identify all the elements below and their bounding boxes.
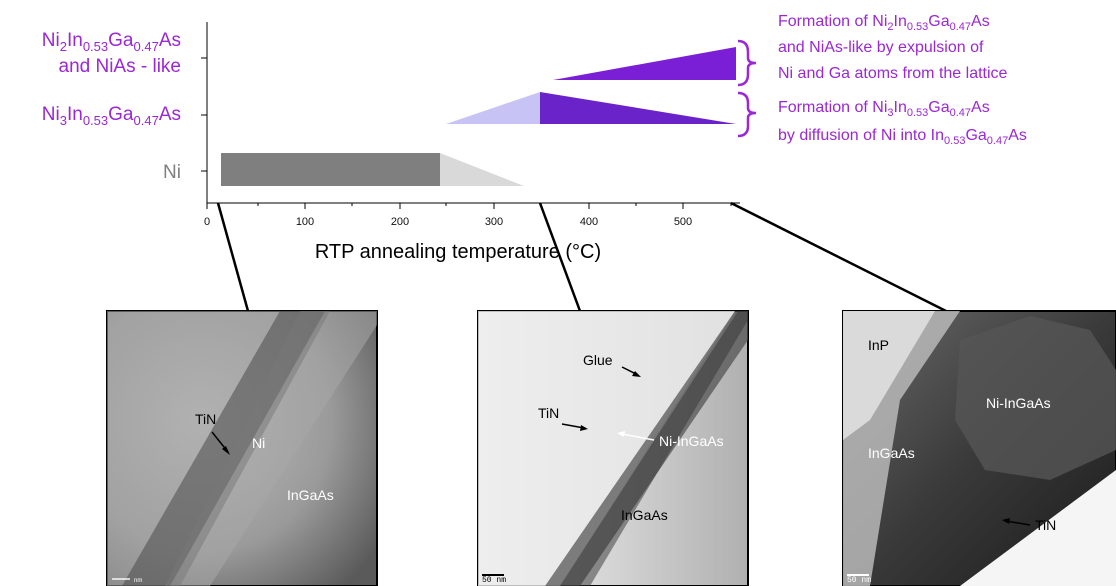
- ni3-light-bar: [446, 92, 540, 124]
- annotation-bottom-line1: Formation of Ni3In0.53Ga0.47As: [778, 99, 990, 119]
- x-tick-label: 300: [485, 216, 503, 228]
- tem-image-1: TiN Ni InGaAs nm: [106, 310, 378, 586]
- tem3-label-ingaas: InGaAs: [868, 445, 915, 461]
- annotation-top-line3: Ni and Ga atoms from the lattice: [778, 65, 1008, 82]
- phase-label-ni2-line2: and NiAs - like: [59, 56, 182, 77]
- annotation-bottom-line2: by diffusion of Ni into In0.53Ga0.47As: [778, 127, 1027, 147]
- x-tick-label: 200: [391, 216, 409, 228]
- tem1-label-ingaas: InGaAs: [287, 487, 334, 503]
- x-tick-label: 400: [580, 216, 598, 228]
- x-axis-label: RTP annealing temperature (°C): [315, 241, 601, 263]
- connector-lines: [216, 201, 947, 313]
- tem-image-2: Glue TiN Ni-InGaAs InGaAs 50 nm: [477, 310, 749, 586]
- tem1-label-ni: Ni: [252, 435, 265, 451]
- tem-image-3: InP Ni-InGaAs InGaAs TiN 50 nm: [842, 310, 1116, 586]
- tem2-label-ingaas: InGaAs: [621, 507, 668, 523]
- phase-bars: [221, 47, 736, 186]
- phase-label-ni: Ni: [163, 162, 181, 183]
- phase-labels: Ni2In0.53Ga0.47As and NiAs - like Ni3In0…: [42, 30, 181, 183]
- brace-top: [737, 39, 757, 87]
- ni2-bar: [553, 47, 736, 80]
- tem3-label-inp: InP: [868, 337, 889, 353]
- tem2-label-ni-ingaas: Ni-InGaAs: [659, 433, 724, 449]
- brace-bottom: [737, 91, 757, 138]
- tem3-label-tin: TiN: [1035, 517, 1056, 533]
- tem1-scale: nm: [134, 578, 142, 584]
- ni3-dark-bar: [540, 92, 736, 124]
- tem2-label-glue: Glue: [583, 352, 613, 368]
- annotation-bottom: Formation of Ni3In0.53Ga0.47As by diffus…: [778, 99, 1027, 147]
- phase-label-ni2: Ni2In0.53Ga0.47As: [42, 30, 181, 54]
- annotation-top-line2: and NiAs-like by expulsion of: [778, 39, 984, 56]
- tem3-scale: 50 nm: [847, 576, 871, 585]
- tem1-label-tin: TiN: [195, 411, 216, 427]
- x-tick-label: 0: [204, 216, 210, 228]
- annotation-top-line1: Formation of Ni2In0.53Ga0.47As: [778, 13, 990, 33]
- annotation-top: Formation of Ni2In0.53Ga0.47As and NiAs-…: [778, 13, 1008, 82]
- chart-axes: 0 100 200 300 400 500 RTP annealing temp…: [201, 22, 740, 263]
- tem2-scale: 50 nm: [482, 576, 506, 585]
- tem2-label-tin: TiN: [538, 405, 559, 421]
- x-tick-label: 100: [296, 216, 314, 228]
- phase-label-ni3: Ni3In0.53Ga0.47As: [42, 104, 181, 128]
- x-ticks: [206, 203, 732, 209]
- ni-fade-bar: [440, 153, 524, 186]
- ni-bar: [221, 153, 440, 186]
- x-tick-label: 500: [674, 216, 692, 228]
- tem3-label-ni-ingaas: Ni-InGaAs: [986, 395, 1051, 411]
